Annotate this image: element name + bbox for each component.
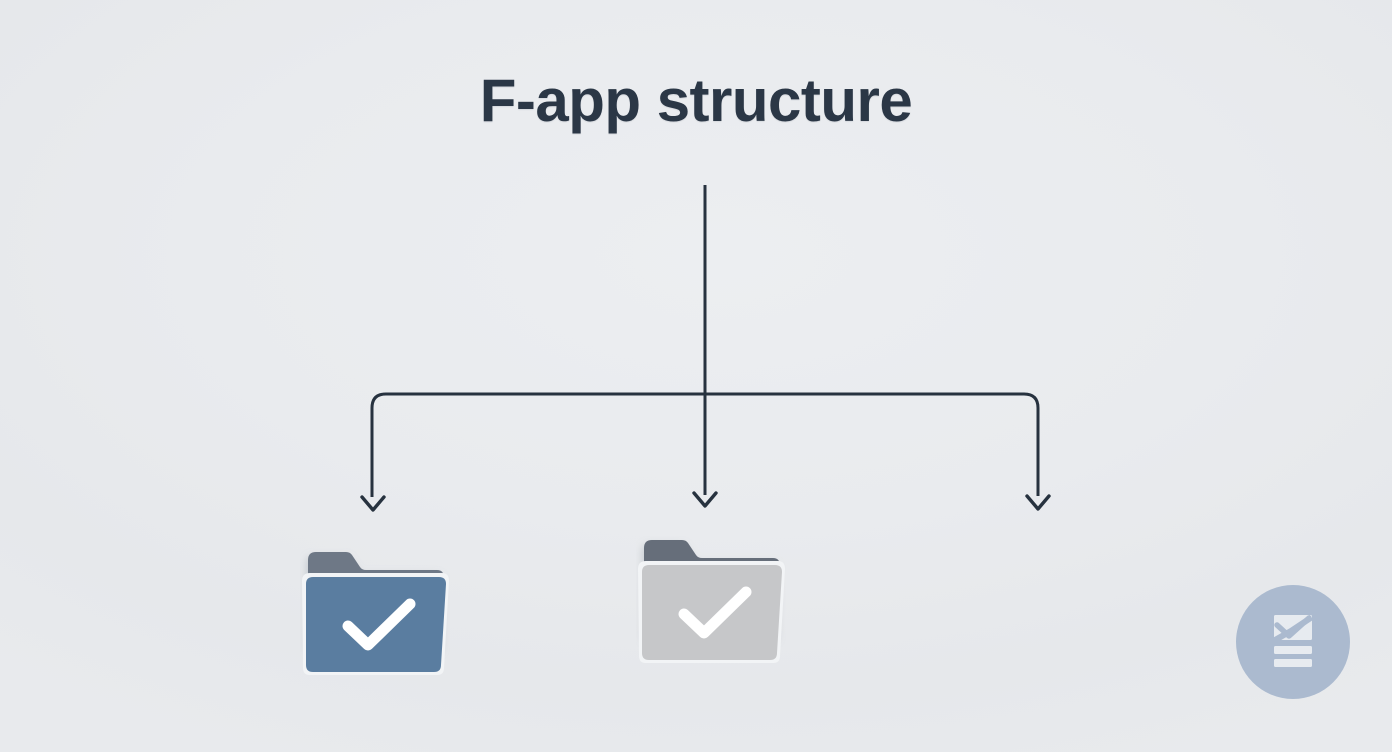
- arrowhead-left: [360, 495, 386, 512]
- folder-check-icon: [678, 586, 752, 639]
- arrowhead-center: [692, 491, 718, 508]
- folder-front-panel: [306, 577, 446, 672]
- tree-node-folder-1[interactable]: [300, 548, 450, 678]
- connector-bus-right: [705, 392, 1040, 496]
- connector-bus-left: [370, 392, 705, 497]
- arrowhead-right: [1025, 494, 1051, 511]
- checklist-document-icon: [1265, 614, 1314, 667]
- tree-node-folder-2[interactable]: [636, 536, 786, 666]
- page-title: F-app structure: [479, 67, 913, 134]
- folder-check-icon: [342, 598, 416, 651]
- watermark-badge[interactable]: [1236, 585, 1350, 699]
- folder-front-panel: [642, 565, 782, 660]
